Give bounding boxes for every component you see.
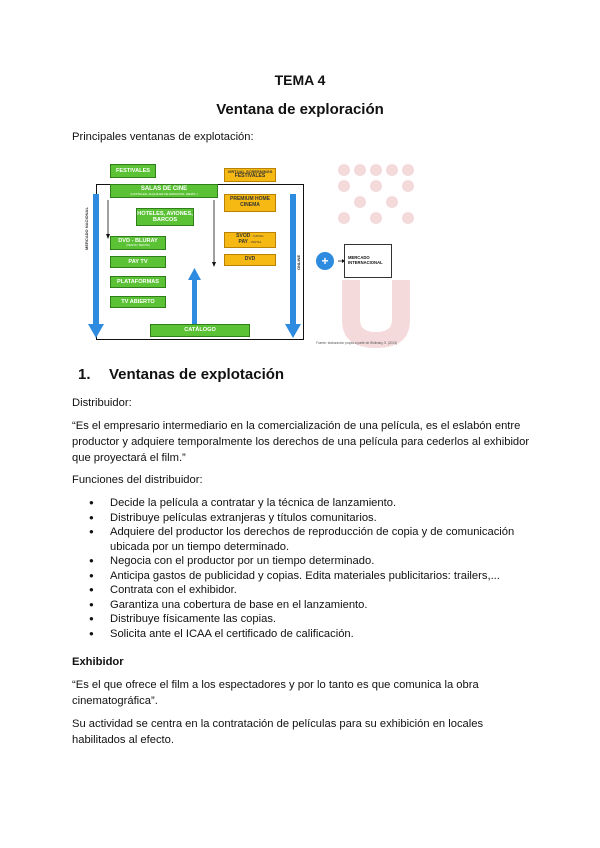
page-title: Ventana de exploración <box>216 101 384 118</box>
box-svod-pay: SVOD - INSTAL PAY - INSTAL <box>224 232 276 248</box>
box-hoteles: HOTELES, AVIONES, BARCOS <box>136 208 194 226</box>
list-item: Anticipa gastos de publicidad y copias. … <box>88 569 524 584</box>
exhibidor-label: Exhibidor <box>72 656 124 668</box>
mid-arrow-head <box>188 268 201 280</box>
section-number: 1. <box>78 366 91 383</box>
box-dvd-orange: DVD <box>224 254 276 266</box>
box-festivales: FESTIVALES <box>110 164 156 178</box>
box-salas-de-cine: SALAS DE CINE (CASTELES, ALQUILER DE ESP… <box>110 184 218 198</box>
distribuidor-quote: “Es el empresario intermediario en la co… <box>72 420 530 464</box>
intro-text: Principales ventanas de explotación: <box>72 131 254 143</box>
plus-circle <box>316 252 334 270</box>
box-mercado-internacional: MERCADO INTERNACIONAL <box>344 244 392 278</box>
exhibidor-text: Su actividad se centra en la contratació… <box>72 718 484 746</box>
left-arrow-shaft <box>93 194 99 326</box>
box-dvd-bluray: DVD - BLURAY(VENTA / RENTA) <box>110 236 166 250</box>
watermark-logo <box>338 164 414 348</box>
mid-arrow-shaft <box>192 278 197 324</box>
funciones-label: Funciones del distribuidor: <box>72 474 203 486</box>
box-plataformas: PLATAFORMAS <box>110 276 166 288</box>
box-pay-tv: PAY TV <box>110 256 166 268</box>
offline-label: OFFLINE <box>99 268 104 286</box>
list-item: Garantiza una cobertura de base en el la… <box>88 598 524 613</box>
box-tv-abierto: TV ABIERTO <box>110 296 166 308</box>
left-arrow-head <box>88 324 104 338</box>
right-arrow-head <box>285 324 301 338</box>
list-item: Decide la película a contratar y la técn… <box>88 496 524 511</box>
list-item: Solicita ante el ICAA el certificado de … <box>88 627 524 642</box>
tema-heading: TEMA 4 <box>274 72 326 88</box>
box-catalogo: CATÁLOGO <box>150 324 250 337</box>
list-item: Distribuye físicamente las copias. <box>88 612 524 627</box>
arrows-layer: + <box>88 194 345 338</box>
section-title: Ventanas de explotación <box>109 366 285 383</box>
funciones-list: Decide la película a contratar y la técn… <box>88 496 524 641</box>
list-item: Distribuye películas extranjeras y títul… <box>88 511 524 526</box>
list-item: Adquiere del productor los derechos de r… <box>88 525 524 554</box>
online-label: ONLINE <box>296 254 301 270</box>
list-item: Negocia con el productor por un tiempo d… <box>88 554 524 569</box>
windows-diagram: MERCADO NACIONAL + OFFLINE ONLINE FESTIV… <box>84 160 416 350</box>
diagram-caption: Fuente: elaboración propia a partir de W… <box>316 341 398 345</box>
right-arrow-shaft <box>290 194 296 326</box>
plus-sign: + <box>321 254 328 268</box>
exhibidor-quote: “Es el que ofrece el film a los espectad… <box>72 679 479 707</box>
distribuidor-label: Distribuidor: <box>72 397 132 409</box>
box-premium-home: PREMIUM HOME CINEMA <box>224 194 276 212</box>
list-item: Contrata con el exhibidor. <box>88 583 524 598</box>
